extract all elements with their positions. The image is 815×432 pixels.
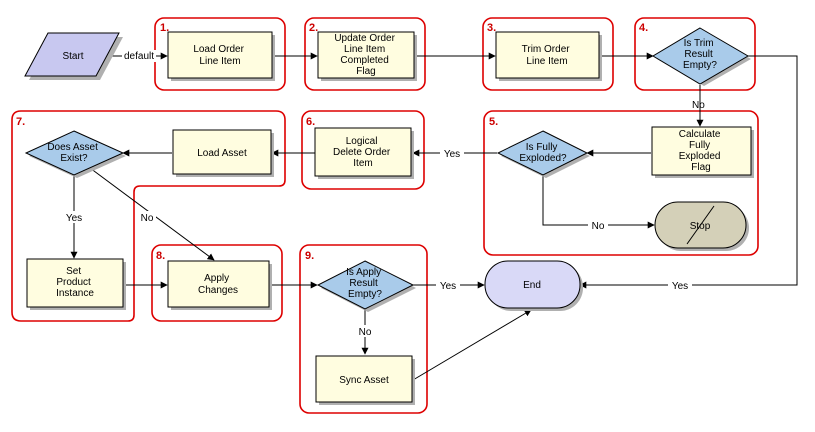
region-9 [299,244,428,414]
edge-label-apply-no: No [359,327,372,338]
sync-asset-label: Sync Asset [339,375,389,386]
load-asset-box [172,129,272,175]
set-product-instance-box [26,258,124,308]
region-4 [634,17,756,91]
is-apply-result-empty-label: Is Apply Result Empty? [346,267,384,300]
region-5 [483,110,759,256]
is-fully-exploded-decision [496,130,589,176]
is-apply-result-empty-decision [316,260,415,310]
region-number-6: 6. [306,116,315,128]
does-asset-exist-decision [24,130,125,176]
set-product-instance-label: Set Product Instance [56,266,94,299]
does-asset-exist-label: Does Asset Exist? [47,142,100,164]
edge-label-exploded-yes: Yes [444,149,460,160]
edge-label-exploded-no: No [592,221,605,232]
logical-delete-box [314,127,412,177]
apply-changes-label: Apply Changes [198,273,238,296]
trim-order-line-item-label: Trim Order Line Item [522,44,573,67]
end-node [484,260,581,309]
region-number-9: 9. [305,250,314,262]
region-3 [482,17,614,91]
region-number-2: 2. [309,22,318,34]
region-2 [304,17,426,91]
load-asset-label: Load Asset [197,148,247,159]
edge-label-asset-no: No [141,213,154,224]
region-number-3: 3. [487,22,496,34]
update-completed-flag-box [317,31,415,79]
region-number-4: 4. [639,22,648,34]
is-trim-result-empty-decision [652,27,749,85]
edge-label-apply-yes: Yes [440,281,456,292]
trim-order-line-item-box [495,31,600,79]
edge-label-default: default [124,51,154,62]
region-number-7: 7. [16,116,25,128]
edge-sync-to-end [412,309,532,381]
is-trim-result-empty-label: Is Trim Result Empty? [683,38,717,71]
load-order-line-item-label: Load Order Line Item [193,44,246,67]
region-number-1: 1. [160,22,169,34]
logical-delete-label: Logical Delete Order Item [333,136,393,169]
update-completed-flag-label: Update Order Line Item Completed Flag [334,33,397,77]
end-label: End [523,280,541,291]
sync-asset-box [315,355,413,403]
region-8 [151,244,283,322]
region-7 [11,110,286,322]
start-node [24,32,120,77]
region-number-8: 8. [156,250,165,262]
stop-label: Stop [690,221,711,232]
stop-strike-icon [686,205,715,245]
edge-exploded-no-to-stop [542,175,655,229]
calculate-exploded-flag-label: Calculate Fully Exploded Flag [679,129,723,173]
apply-changes-box [167,260,270,308]
edge-label-trim-no: No [692,100,705,111]
calculate-exploded-flag-box [651,126,752,176]
edge-label-trim-yes: Yes [672,281,688,292]
region-6 [301,110,425,190]
edge-label-asset-yes: Yes [66,213,82,224]
load-order-line-item-box [167,31,273,79]
is-fully-exploded-label: Is Fully Exploded? [519,142,567,164]
region-number-5: 5. [489,116,498,128]
start-label: Start [62,51,83,62]
